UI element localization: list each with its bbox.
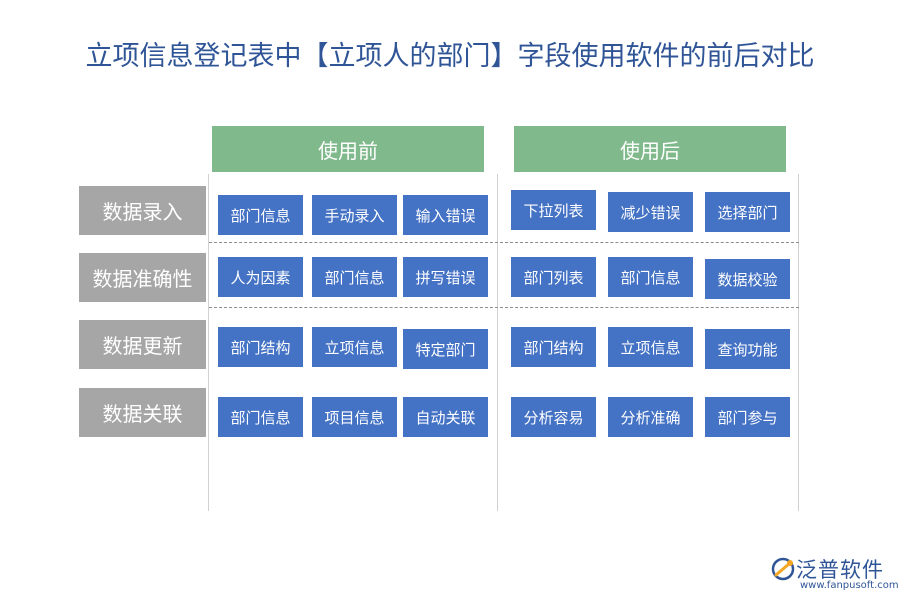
divider-right [798, 174, 799, 511]
after-cell: 部门信息 [608, 257, 693, 297]
after-cell: 查询功能 [705, 329, 790, 369]
after-cell: 数据校验 [705, 259, 790, 299]
before-cell: 部门信息 [312, 257, 397, 297]
before-cell: 人为因素 [218, 257, 303, 297]
before-cell: 项目信息 [312, 397, 397, 437]
divider-middle [497, 174, 498, 511]
after-cell: 减少错误 [608, 192, 693, 232]
before-cell: 自动关联 [403, 397, 488, 437]
before-cell: 部门信息 [218, 195, 303, 235]
after-cell: 分析准确 [608, 397, 693, 437]
row-label-data-accuracy: 数据准确性 [79, 253, 206, 302]
after-cell: 部门列表 [511, 257, 596, 297]
after-cell: 部门结构 [511, 327, 596, 367]
row-label-data-association: 数据关联 [79, 388, 206, 437]
after-cell: 立项信息 [608, 327, 693, 367]
after-cell: 下拉列表 [511, 190, 596, 230]
row-separator-2 [209, 307, 799, 308]
after-cell: 部门参与 [705, 397, 790, 437]
before-cell: 部门信息 [218, 397, 303, 437]
row-label-data-entry: 数据录入 [79, 186, 206, 235]
logo-url: www.fanpusoft.com [800, 580, 899, 591]
before-cell: 部门结构 [218, 327, 303, 367]
before-cell: 拼写错误 [403, 257, 488, 297]
before-cell: 输入错误 [403, 195, 488, 235]
before-cell: 立项信息 [312, 327, 397, 367]
logo-name: 泛普软件 [796, 558, 884, 582]
before-cell: 特定部门 [403, 329, 488, 369]
column-header-before: 使用前 [212, 126, 484, 172]
row-label-data-update: 数据更新 [79, 320, 206, 369]
page-title: 立项信息登记表中【立项人的部门】字段使用软件的前后对比 [85, 41, 815, 72]
column-header-after: 使用后 [514, 126, 786, 172]
after-cell: 选择部门 [705, 192, 790, 232]
fanpu-logo-icon [771, 557, 795, 581]
row-separator-1 [209, 242, 799, 243]
before-cell: 手动录入 [312, 195, 397, 235]
divider-left [208, 174, 209, 511]
after-cell: 分析容易 [511, 397, 596, 437]
